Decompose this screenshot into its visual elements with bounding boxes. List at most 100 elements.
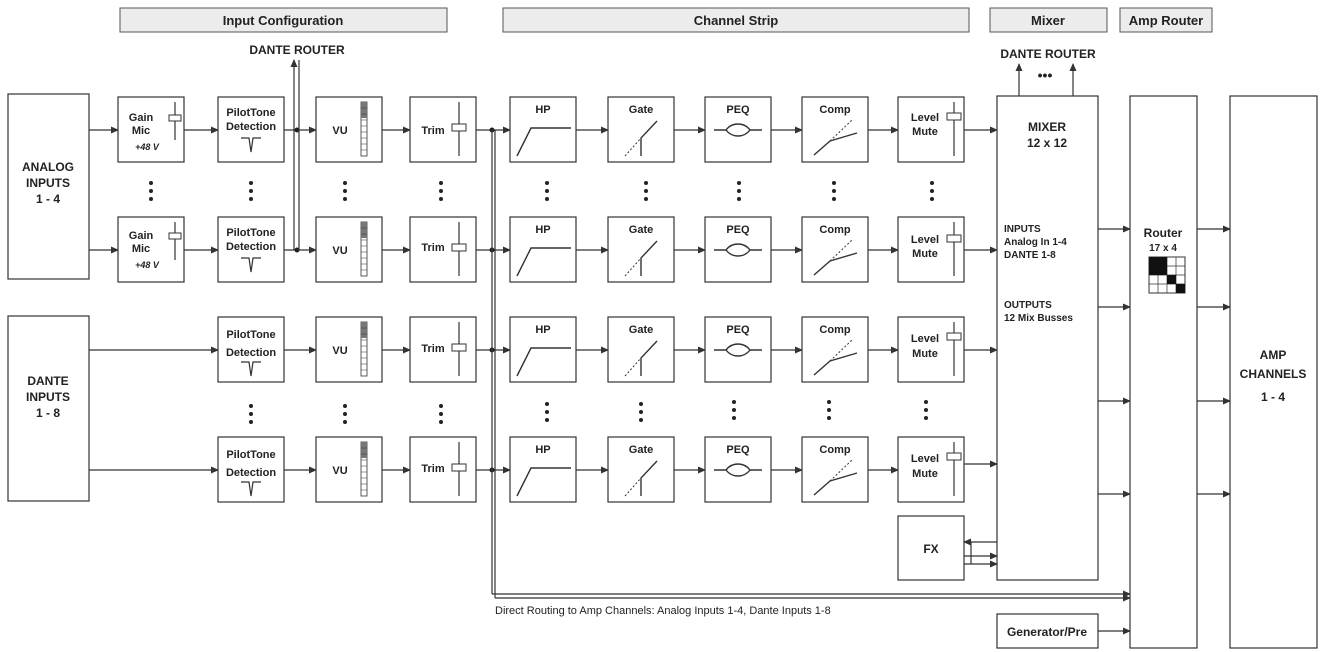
peq-block: PEQ <box>704 96 772 163</box>
svg-text:Router: Router <box>1144 226 1183 240</box>
pilottone-detection-block: PilotTone Detection <box>217 436 285 503</box>
gain-mic-block: Gain Mic +48 V <box>117 96 185 163</box>
svg-text:Input Configuration: Input Configuration <box>223 13 344 28</box>
svg-text:17 x 4: 17 x 4 <box>1149 243 1177 254</box>
svg-text:Trim: Trim <box>421 463 444 475</box>
svg-text:INPUTS: INPUTS <box>26 176 70 190</box>
svg-text:Comp: Comp <box>819 444 850 456</box>
svg-text:INPUTS: INPUTS <box>1004 224 1041 235</box>
header-mixer: Mixer <box>989 7 1108 33</box>
svg-text:Level: Level <box>911 112 939 124</box>
svg-text:Generator/Pre: Generator/Pre <box>1007 625 1087 639</box>
router-block: Router 17 x 4 <box>1129 95 1198 649</box>
gate-block: Gate <box>607 316 675 383</box>
svg-text:VU: VU <box>332 245 347 257</box>
header-input-configuration: Input Configuration <box>119 7 448 33</box>
gate-block: Gate <box>607 436 675 503</box>
pilottone-detection-block: PilotTone Detection <box>217 96 285 163</box>
svg-text:+48 V: +48 V <box>135 142 160 152</box>
trim-block: Trim <box>409 216 477 283</box>
dante-router-left-label: DANTE ROUTER <box>249 43 345 57</box>
svg-text:INPUTS: INPUTS <box>26 390 70 404</box>
svg-text:AMP: AMP <box>1260 348 1287 362</box>
svg-text:Mute: Mute <box>912 126 938 138</box>
svg-text:PilotTone: PilotTone <box>226 329 275 341</box>
svg-text:ANALOG: ANALOG <box>22 160 74 174</box>
svg-text:HP: HP <box>535 444 550 456</box>
svg-text:FX: FX <box>923 542 938 556</box>
svg-text:Mute: Mute <box>912 348 938 360</box>
header-channel-strip: Channel Strip <box>502 7 970 33</box>
svg-text:Level: Level <box>911 453 939 465</box>
analog-inputs-block: ANALOG INPUTS 1 - 4 <box>7 93 90 280</box>
mixer-block: MIXER 12 x 12 INPUTS Analog In 1-4 DANTE… <box>996 95 1099 581</box>
svg-text:Mute: Mute <box>912 248 938 260</box>
row-4: PilotTone Detection VU Trim HP <box>89 436 998 503</box>
svg-text:12 Mix Busses: 12 Mix Busses <box>1004 313 1073 324</box>
row-1: Gain Mic +48 V PilotTone Detection VU Tr… <box>89 96 998 163</box>
peq-block: PEQ <box>704 436 772 503</box>
gate-block: Gate <box>607 96 675 163</box>
svg-text:HP: HP <box>535 104 550 116</box>
svg-text:PilotTone: PilotTone <box>226 227 275 239</box>
svg-text:Analog In 1-4: Analog In 1-4 <box>1004 237 1067 248</box>
svg-text:Mute: Mute <box>912 468 938 480</box>
svg-text:Channel Strip: Channel Strip <box>694 13 779 28</box>
peq-block: PEQ <box>704 316 772 383</box>
level-mute-block: Level Mute <box>897 216 965 283</box>
svg-text:PEQ: PEQ <box>726 324 750 336</box>
svg-text:Amp Router: Amp Router <box>1129 13 1203 28</box>
svg-text:Gain: Gain <box>129 112 154 124</box>
dante-router-bus-left <box>290 59 300 250</box>
dante-inputs-block: DANTE INPUTS 1 - 8 <box>7 315 90 502</box>
svg-text:Mixer: Mixer <box>1031 13 1065 28</box>
svg-text:HP: HP <box>535 224 550 236</box>
hp-filter-block: HP <box>509 436 577 503</box>
svg-text:+48 V: +48 V <box>135 260 160 270</box>
row-2: Gain Mic +48 V PilotTone Detection VU Tr… <box>89 216 998 283</box>
svg-text:Detection: Detection <box>226 467 276 479</box>
svg-text:Comp: Comp <box>819 104 850 116</box>
svg-text:Gain: Gain <box>129 230 154 242</box>
trim-block: Trim <box>409 436 477 503</box>
fx-block: FX <box>897 515 965 581</box>
svg-text:Trim: Trim <box>421 343 444 355</box>
pilottone-detection-block: PilotTone Detection <box>217 316 285 383</box>
vu-meter-block: VU <box>315 436 383 503</box>
compressor-block: Comp <box>801 96 869 163</box>
dante-router-right-label: DANTE ROUTER <box>1000 47 1096 61</box>
hp-filter-block: HP <box>509 216 577 283</box>
svg-text:PilotTone: PilotTone <box>226 107 275 119</box>
level-mute-block: Level Mute <box>897 96 965 163</box>
direct-routing-bus: Direct Routing to Amp Channels: Analog I… <box>491 130 1131 617</box>
hp-filter-block: HP <box>509 96 577 163</box>
vu-meter-block: VU <box>315 216 383 283</box>
gate-block: Gate <box>607 216 675 283</box>
row-3: PilotTone Detection VU Trim HP <box>89 316 998 383</box>
gain-mic-block: Gain Mic +48 V <box>117 216 185 283</box>
compressor-block: Comp <box>801 436 869 503</box>
level-mute-block: Level Mute <box>897 436 965 503</box>
svg-text:1 - 8: 1 - 8 <box>36 406 60 420</box>
svg-text:Detection: Detection <box>226 347 276 359</box>
vu-meter-block: VU <box>315 316 383 383</box>
svg-text:Detection: Detection <box>226 121 276 133</box>
level-mute-block: Level Mute <box>897 316 965 383</box>
svg-text:Gate: Gate <box>629 444 653 456</box>
svg-text:VU: VU <box>332 465 347 477</box>
svg-text:PilotTone: PilotTone <box>226 449 275 461</box>
svg-text:Mic: Mic <box>132 125 150 137</box>
generator-pre-block: Generator/Pre <box>996 613 1099 649</box>
svg-text:DANTE 1-8: DANTE 1-8 <box>1004 250 1056 261</box>
svg-text:Gate: Gate <box>629 324 653 336</box>
row-ellipsis-dots <box>149 181 934 424</box>
peq-block: PEQ <box>704 216 772 283</box>
svg-text:1 - 4: 1 - 4 <box>1261 390 1285 404</box>
svg-text:CHANNELS: CHANNELS <box>1240 367 1307 381</box>
svg-text:PEQ: PEQ <box>726 104 750 116</box>
trim-block: Trim <box>409 96 477 163</box>
svg-text:PEQ: PEQ <box>726 224 750 236</box>
pilottone-detection-block: PilotTone Detection <box>217 216 285 283</box>
svg-text:DANTE: DANTE <box>27 374 68 388</box>
